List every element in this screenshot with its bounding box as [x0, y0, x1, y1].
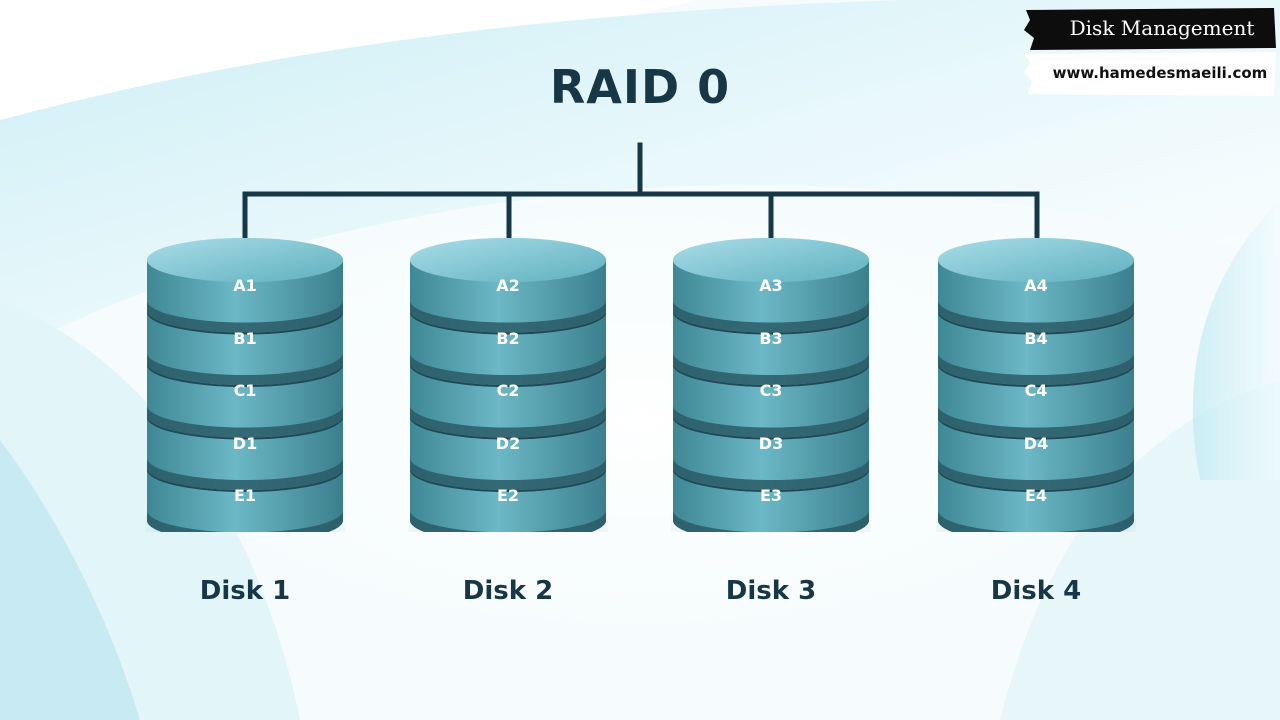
block-label-b1: B1: [233, 328, 257, 348]
block-label-e3: E3: [759, 486, 783, 505]
raid-title: RAID 0: [549, 60, 731, 114]
block-label-a4: A4: [1024, 276, 1048, 295]
block-label-c1: C1: [233, 381, 257, 400]
disk-top-cap: [410, 238, 606, 282]
disk-3-label: Disk 3: [725, 576, 817, 606]
block-label-c2: C2: [496, 381, 520, 400]
brand-box: Disk Management www.hamedesmaeili.com: [1024, 8, 1276, 96]
block-label-c4: C4: [1024, 381, 1048, 400]
disk-top-cap: [938, 238, 1134, 282]
block-label-b3: B3: [759, 328, 783, 348]
block-label-c3: C3: [759, 381, 783, 400]
block-label-b2: B2: [496, 328, 520, 348]
block-label-d1: D1: [232, 433, 258, 453]
block-label-d4: D4: [1023, 433, 1049, 453]
block-label-a3: A3: [759, 276, 783, 295]
block-label-b4: B4: [1024, 328, 1048, 348]
disk-1-label: Disk 1: [199, 576, 291, 606]
disk-2-label: Disk 2: [462, 576, 554, 606]
block-label-d2: D2: [495, 433, 521, 453]
block-label-e2: E2: [496, 486, 520, 505]
block-label-e1: E1: [233, 486, 257, 505]
block-label-a1: A1: [233, 276, 257, 295]
brand-title: Disk Management: [1069, 16, 1255, 40]
block-label-e4: E4: [1024, 486, 1048, 505]
disk-top-cap: [673, 238, 869, 282]
disk-top-cap: [147, 238, 343, 282]
brand-url-link[interactable]: www.hamedesmaeili.com: [1052, 64, 1268, 82]
block-label-d3: D3: [758, 433, 784, 453]
block-label-a2: A2: [496, 276, 520, 295]
disk-4-label: Disk 4: [990, 576, 1082, 606]
